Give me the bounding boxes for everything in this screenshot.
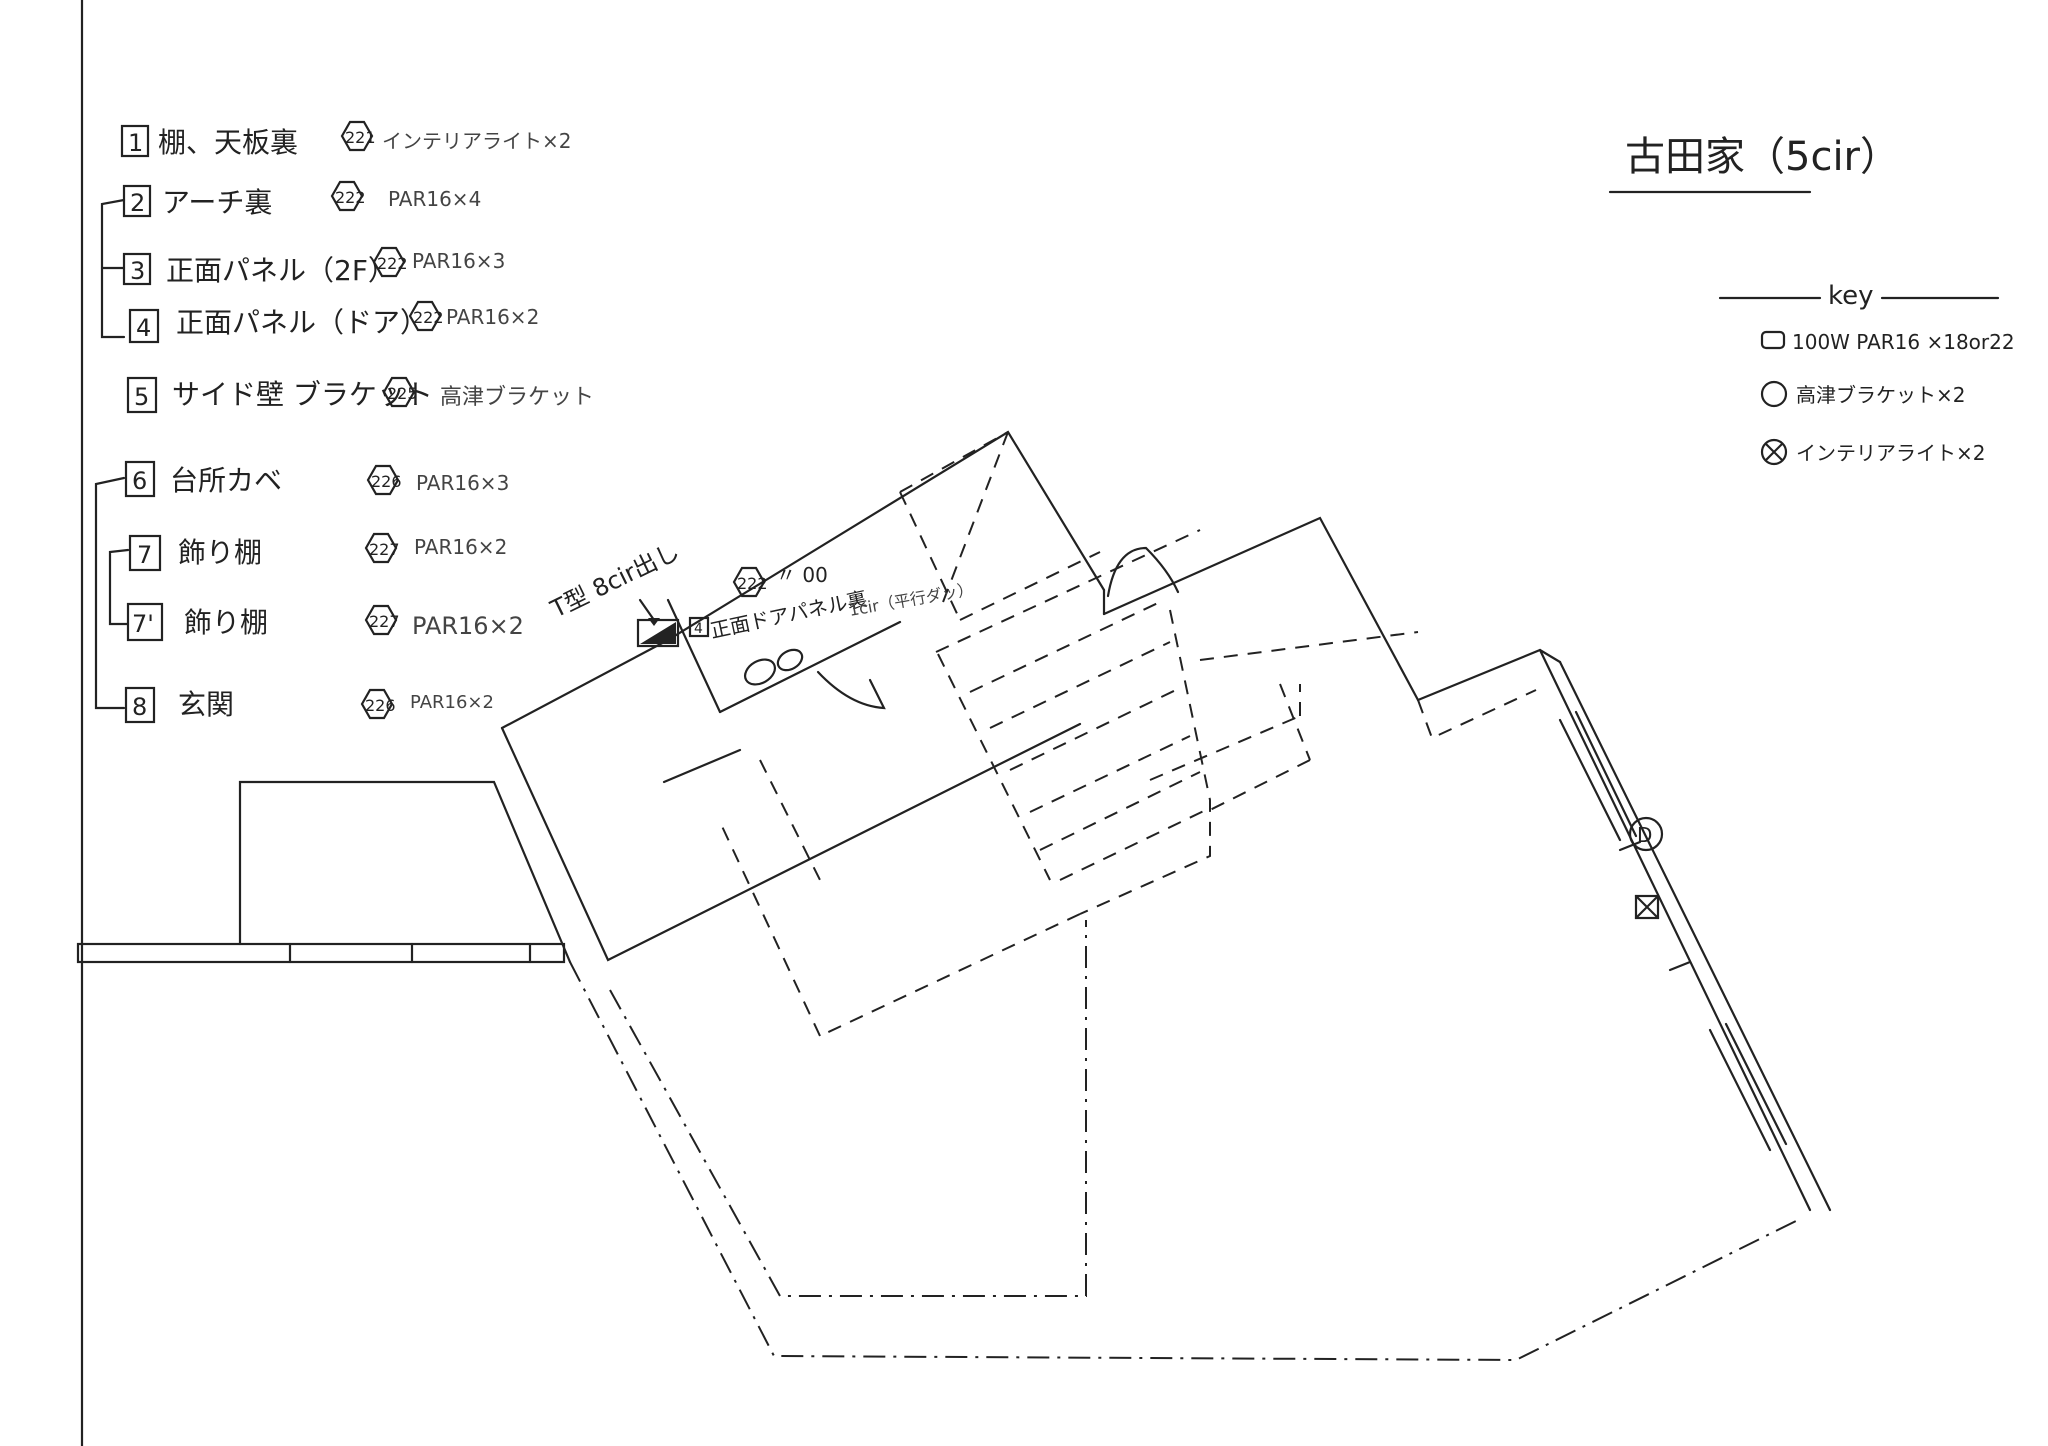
- circuit-name: 飾り棚: [184, 606, 268, 639]
- circuit-number-box: [126, 602, 164, 642]
- circuit-name: 玄関: [178, 688, 234, 721]
- dimmer-code: 222: [413, 308, 444, 327]
- dimmer-code-hexagon-icon: [360, 688, 394, 720]
- circuit-number-box: [128, 308, 160, 344]
- panel-dimmer-code: 222: [737, 574, 768, 593]
- ground-floor-outline: [569, 961, 1803, 1362]
- panel-number: 4: [694, 621, 703, 637]
- circuit-name: 棚、天板裏: [158, 126, 298, 159]
- circuit-number: 6: [132, 467, 147, 495]
- side-room-outline: [238, 780, 572, 964]
- circuit-number-box: [124, 460, 156, 498]
- circuit-name: アーチ裏: [162, 186, 272, 219]
- bracket-fixture-icon: [1628, 816, 1664, 852]
- circuit-number: 4: [136, 314, 151, 342]
- dimmer-code-hexagon-icon: [366, 464, 400, 496]
- circuit-name: 飾り棚: [178, 536, 262, 569]
- panel-dimmer-code-hexagon-icon: [732, 566, 766, 598]
- panel-text: 正面ドアパネル裏: [708, 586, 869, 643]
- door-swing-left: [816, 670, 886, 710]
- dimmer-code: 226: [371, 472, 402, 491]
- panel-note: 1cir（平行ダッ）: [847, 579, 974, 620]
- dimmer-code: 221: [345, 128, 376, 147]
- circuit-number: 5: [134, 383, 149, 411]
- circuit-name: 台所カベ: [170, 464, 282, 497]
- legend-item-bracket: 高津ブラケット×2: [1796, 383, 1965, 407]
- circuit-number: 7': [132, 610, 154, 638]
- entry-wall: [500, 722, 1082, 962]
- fixture-label: PAR16×2: [412, 612, 524, 640]
- bracket-symbol-icon: [1760, 380, 1788, 408]
- outlet-fill-icon: [640, 622, 676, 644]
- door-swing-right: [1106, 546, 1180, 598]
- fixture-label: インテリアライト×2: [382, 129, 571, 153]
- interior-light-symbol-icon: [1760, 438, 1788, 466]
- dimmer-code-hexagon-icon: [372, 246, 406, 278]
- fixture-label: PAR16×3: [412, 249, 505, 273]
- circuit-number-box: [122, 184, 152, 218]
- d-mark: D: [1637, 823, 1652, 847]
- sketch-fixture-icon: [776, 648, 804, 672]
- circuit-number-box: [122, 252, 152, 286]
- dimmer-code: 225: [387, 384, 418, 403]
- circuit-number: 3: [130, 257, 145, 285]
- fixture-label: PAR16×4: [388, 187, 481, 211]
- dimmer-code-hexagon-icon: [382, 376, 416, 408]
- par16-symbol-icon: [1760, 330, 1786, 350]
- circuit-number-box: [128, 534, 162, 572]
- dimmer-code-hexagon-icon: [364, 604, 398, 636]
- legend-heading: key: [1828, 281, 1874, 311]
- interior-light-fixture-icon: [1634, 894, 1660, 920]
- legend: key 100W PAR16 ×18or22 高津ブラケット×2 インテリアライ…: [1718, 281, 2015, 466]
- sketch-fixture-icon: [743, 658, 777, 686]
- circuit-number-box: [120, 124, 150, 158]
- legend-item-par16: 100W PAR16 ×18or22: [1792, 330, 2015, 354]
- fixture-label: PAR16×2: [410, 692, 494, 713]
- dimmer-code: 227: [369, 612, 400, 631]
- circuit-number: 7: [137, 541, 152, 569]
- circuit-name: 正面パネル（ドア）: [176, 306, 428, 339]
- dimmer-code-hexagon-icon: [364, 532, 398, 564]
- fixture-label: PAR16×2: [446, 305, 539, 329]
- floor-plan: D T型 8cir出し 222 〃 00 4 正面ドアパネル裏 1cir（平行ダ…: [76, 430, 1832, 1362]
- panel-marks: 〃 00: [776, 563, 828, 587]
- fixture-label: PAR16×3: [416, 471, 509, 495]
- panel-number-box: [688, 616, 710, 638]
- circuit-list: 1 棚、天板裏 221 インテリアライト×2 2 アーチ裏 222 PAR16×…: [94, 120, 594, 724]
- circuit-name: 正面パネル（2F）: [166, 254, 396, 287]
- circuit-number-box: [126, 376, 158, 414]
- upper-room-wall: [1102, 516, 1420, 702]
- fixture-label: PAR16×2: [414, 535, 507, 559]
- title: 古田家（5cir）: [1625, 134, 1900, 180]
- circuit-number: 1: [128, 129, 143, 157]
- dimmer-code-hexagon-icon: [340, 120, 374, 152]
- dimmer-code: 222: [335, 188, 366, 207]
- outlet-note: T型 8cir出し: [545, 537, 683, 624]
- dimmer-code: 226: [365, 696, 396, 715]
- dimmer-code-hexagon-icon: [330, 180, 364, 212]
- dimmer-code: 222: [377, 254, 408, 273]
- circuit-number-box: [124, 686, 156, 724]
- dimmer-code-hexagon-icon: [408, 300, 442, 332]
- fixture-label: 高津ブラケット: [440, 385, 594, 410]
- circuit-number: 8: [132, 693, 147, 721]
- legend-item-interior-light: インテリアライト×2: [1796, 441, 1985, 465]
- wall-strip: [76, 942, 566, 964]
- dimmer-code: 227: [369, 540, 400, 559]
- circuit-number: 2: [130, 189, 145, 217]
